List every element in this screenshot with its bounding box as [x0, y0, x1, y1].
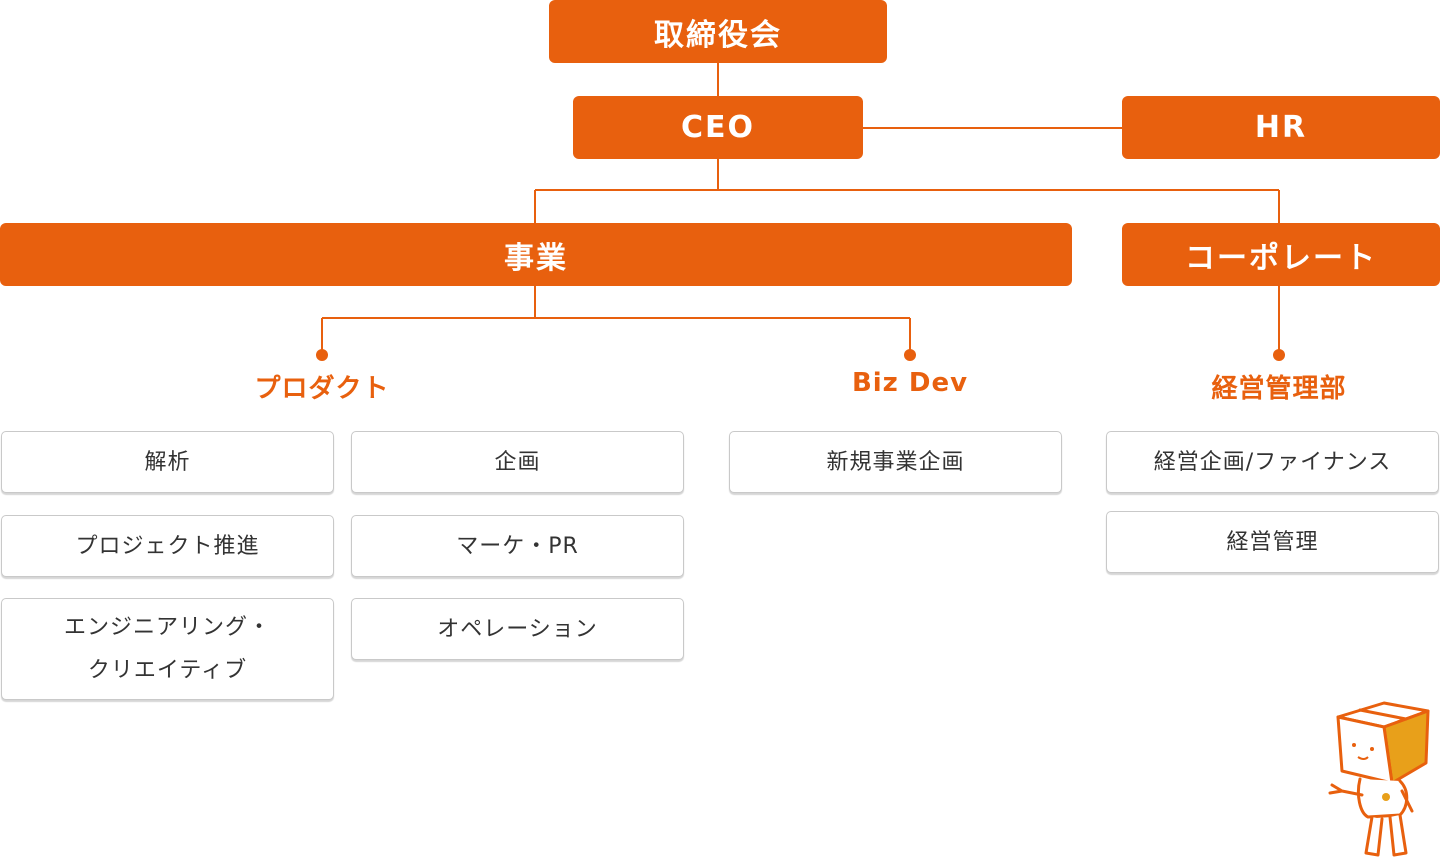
- bizdev-department-label: Biz Dev: [851, 368, 969, 398]
- team-management: 経営管理: [1106, 511, 1439, 573]
- corporate-node: コーポレート: [1122, 223, 1440, 286]
- box-head-mascot-icon: [1328, 701, 1430, 857]
- team-analysis: 解析: [1, 431, 334, 493]
- hr-node: HR: [1122, 96, 1440, 159]
- ceo-node: CEO: [573, 96, 863, 159]
- team-planning: 企画: [351, 431, 684, 493]
- team-engineering-line2: クリエイティブ: [87, 658, 248, 683]
- connector-dot-bizdev: [904, 349, 916, 361]
- management-department-label: 経営管理部: [1211, 374, 1347, 404]
- team-project-promotion: プロジェクト推進: [1, 515, 334, 577]
- team-engineering-line1: エンジニアリング・: [63, 615, 271, 640]
- board-node: 取締役会: [549, 0, 887, 63]
- connector-dot-product: [316, 349, 328, 361]
- product-department-label: プロダクト: [254, 374, 390, 404]
- business-node: 事業: [0, 223, 1072, 286]
- team-marketing-pr: マーケ・PR: [351, 515, 684, 577]
- connector-dot-management: [1273, 349, 1285, 361]
- team-corporate-planning-finance: 経営企画/ファイナンス: [1106, 431, 1439, 493]
- team-engineering-creative: エンジニアリング・ クリエイティブ: [1, 598, 334, 700]
- team-new-business-planning: 新規事業企画: [729, 431, 1062, 493]
- team-operations: オペレーション: [351, 598, 684, 660]
